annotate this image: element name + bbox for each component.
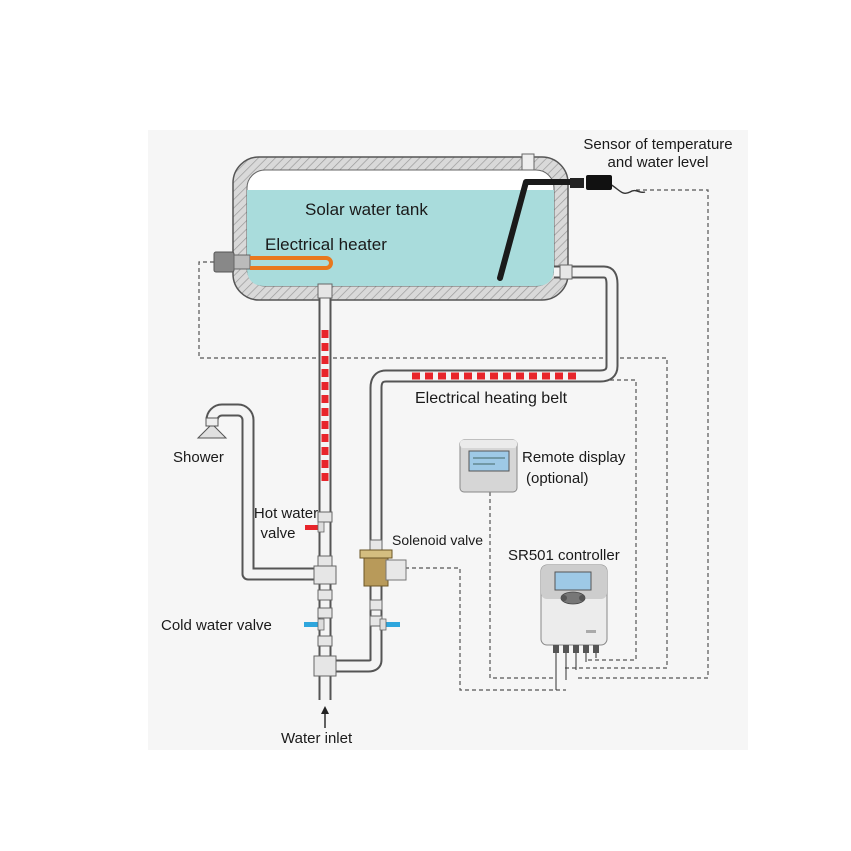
tank-top-vent: [521, 153, 535, 171]
electrical-heater-element: [213, 251, 333, 273]
shower-label: Shower: [173, 449, 224, 466]
pipes: [205, 265, 619, 700]
sensor-cable: [609, 183, 646, 194]
hot-water-valve: [305, 521, 325, 533]
controller-label: SR501 controller: [508, 547, 620, 564]
remote-display-optional-label: (optional): [526, 470, 589, 487]
sensor-label-line2: and water level: [607, 154, 709, 171]
sr501-controller-device: [540, 564, 608, 653]
heater-wire: [198, 261, 668, 669]
cold-water-valve-right: [379, 618, 400, 631]
hot-valve-label-line2: valve: [260, 525, 296, 542]
solenoid-wire: [405, 567, 566, 691]
remote-display-wire: [489, 492, 556, 679]
heater-label: Electrical heater: [265, 235, 387, 254]
hot-valve-label-line1: Hot water: [253, 505, 319, 522]
solenoid-valve: [359, 549, 407, 587]
pipe-fittings: [313, 264, 573, 677]
cold-water-valve-left: [304, 618, 325, 631]
cold-valve-label: Cold water valve: [161, 617, 272, 634]
heating-belt-label: Electrical heating belt: [415, 390, 568, 407]
remote-display-label: Remote display: [522, 449, 626, 466]
water-inlet-label: Water inlet: [281, 730, 353, 747]
solenoid-valve-label: Solenoid valve: [392, 532, 484, 548]
sensor-wire: [575, 189, 709, 679]
shower-head-icon: [196, 417, 228, 439]
solar-water-tank: [232, 153, 569, 301]
tank-label: Solar water tank: [305, 200, 428, 219]
remote-display-device: [459, 439, 518, 493]
water-inlet-arrow: [321, 706, 329, 728]
sensor-label-line1: Sensor of temperature: [583, 136, 733, 153]
sensor-probe: [497, 175, 612, 281]
controller-cables: [555, 653, 597, 690]
